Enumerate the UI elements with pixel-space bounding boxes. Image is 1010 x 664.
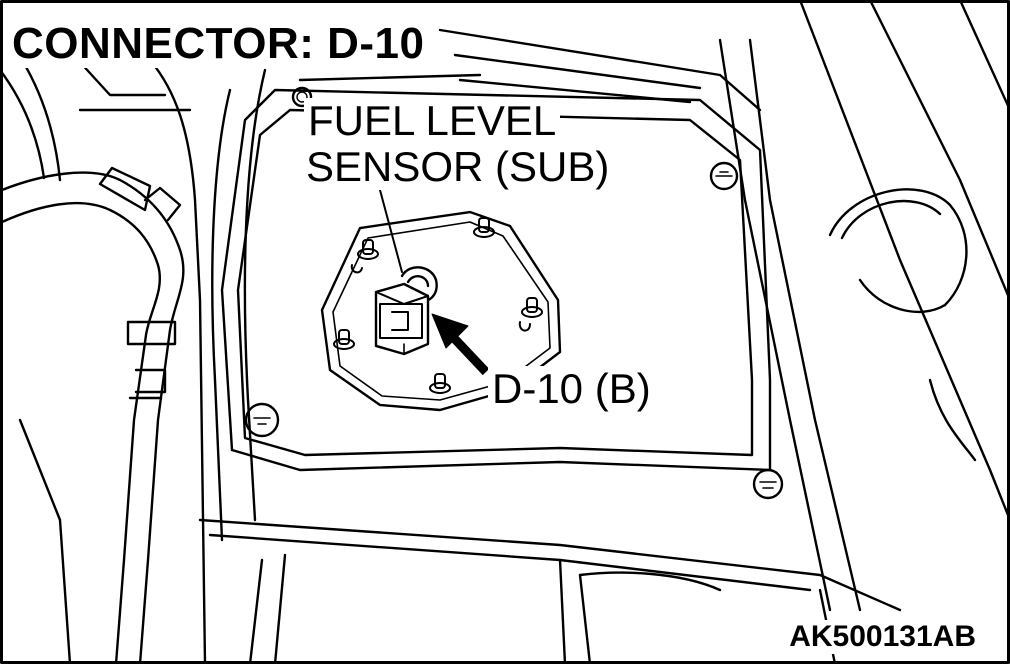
connector-label: D-10 (B) — [488, 366, 655, 412]
connector-d10 — [374, 266, 438, 356]
panel-screws — [244, 86, 784, 500]
page-title: CONNECTOR: D-10 — [10, 20, 431, 68]
wiring-harness — [0, 166, 185, 664]
plate-studs — [333, 217, 543, 394]
sensor-leader-line — [379, 189, 403, 273]
service-panel-inner — [236, 108, 754, 457]
connector-arrow — [431, 313, 490, 376]
sensor-label-line2: SENSOR (SUB) — [302, 144, 614, 190]
service-panel-outer — [220, 88, 772, 472]
figure-code: AK500131AB — [785, 620, 980, 654]
sensor-label-line1: FUEL LEVEL — [304, 98, 561, 144]
